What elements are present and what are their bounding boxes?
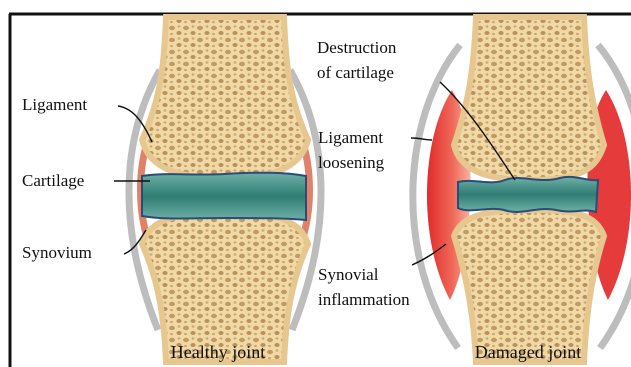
label-synovial-line1: Synovial xyxy=(318,265,379,284)
label-ligament-loosening-line2: loosening xyxy=(318,153,385,172)
label-synovial-line2: inflammation xyxy=(318,290,410,309)
damaged-cartilage xyxy=(458,177,598,212)
healthy-cartilage xyxy=(142,173,306,220)
label-cartilage: Cartilage xyxy=(22,171,84,190)
label-ligament-loosening-line1: Ligament xyxy=(318,128,383,147)
damaged-upper-bone xyxy=(454,17,604,180)
label-synovium: Synovium xyxy=(22,243,92,262)
caption-damaged-joint: Damaged joint xyxy=(475,342,581,362)
healthy-joint xyxy=(129,17,321,362)
label-ligament: Ligament xyxy=(22,95,87,114)
healthy-lower-bone xyxy=(142,212,308,362)
damaged-joint xyxy=(413,17,631,362)
caption-healthy-joint: Healthy joint xyxy=(171,342,265,362)
label-destruction-line1: Destruction xyxy=(317,38,397,57)
label-destruction-line2: of cartilage xyxy=(317,63,394,82)
damaged-lower-bone xyxy=(454,210,604,362)
healthy-upper-bone xyxy=(142,17,308,178)
